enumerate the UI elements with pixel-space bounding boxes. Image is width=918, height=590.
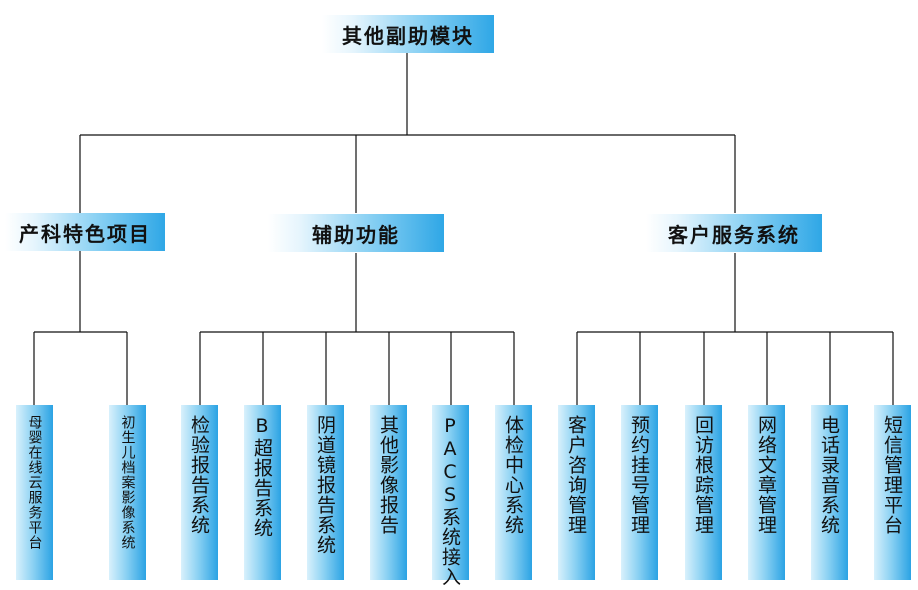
leaf-node: 回访根踪管理 <box>685 405 722 580</box>
leaf-label: 回访根踪管理 <box>692 415 714 535</box>
root-label: 其他副助模块 <box>342 23 474 48</box>
leaf-label: 其他影像报告 <box>377 415 399 535</box>
leaf-node: 初生儿档案影像系统 <box>109 405 146 580</box>
leaf-node: 母婴在线云服务平台 <box>16 405 53 580</box>
leaf-node: PACS系统接入 <box>432 405 469 587</box>
leaf-node: 阴道镜报告系统 <box>307 405 344 580</box>
leaf-node: B超报告系统 <box>244 405 281 580</box>
leaf-node: 其他影像报告 <box>370 405 407 580</box>
node-assist-functions: 辅助功能 <box>268 214 444 252</box>
leaf-node: 短信管理平台 <box>874 405 911 580</box>
leaf-node: 网络文章管理 <box>748 405 785 580</box>
node-label: 客户服务系统 <box>668 222 800 247</box>
leaf-label: B超报告系统 <box>251 415 273 538</box>
node-obstetrics-features: 产科特色项目 <box>5 213 165 251</box>
leaf-label: 网络文章管理 <box>755 415 777 535</box>
leaf-label: 短信管理平台 <box>881 415 903 535</box>
leaf-node: 客户咨询管理 <box>558 405 595 580</box>
leaf-label: 体检中心系统 <box>502 415 524 535</box>
leaf-label: 阴道镜报告系统 <box>314 415 336 555</box>
leaf-label: 客户咨询管理 <box>565 415 587 535</box>
leaf-node: 检验报告系统 <box>181 405 218 580</box>
node-customer-service: 客户服务系统 <box>646 214 822 252</box>
root-node: 其他副助模块 <box>322 15 494 53</box>
node-label: 产科特色项目 <box>19 221 151 246</box>
node-label: 辅助功能 <box>312 222 400 247</box>
leaf-node: 体检中心系统 <box>495 405 532 580</box>
leaf-node: 预约挂号管理 <box>621 405 658 580</box>
leaf-label: PACS系统接入 <box>439 415 461 587</box>
leaf-label: 检验报告系统 <box>188 415 210 535</box>
leaf-label: 母婴在线云服务平台 <box>26 415 43 550</box>
leaf-label: 电话录音系统 <box>818 415 840 535</box>
leaf-label: 预约挂号管理 <box>628 415 650 535</box>
leaf-label: 初生儿档案影像系统 <box>119 415 136 550</box>
leaf-node: 电话录音系统 <box>811 405 848 580</box>
